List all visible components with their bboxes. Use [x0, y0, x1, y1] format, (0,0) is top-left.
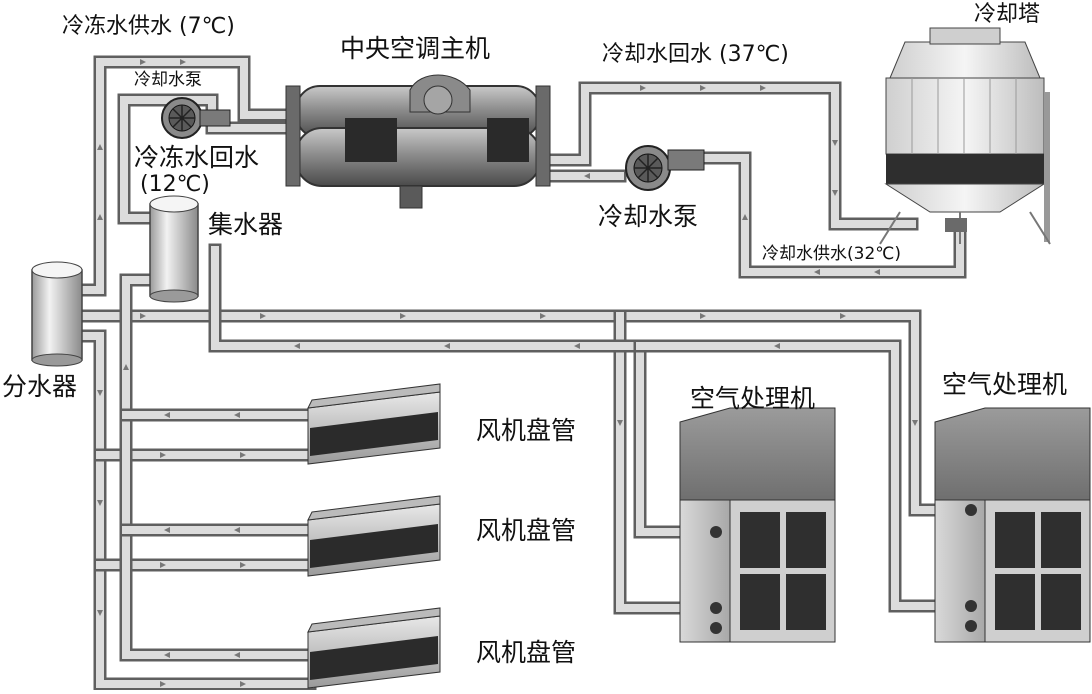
ahu-1-label: 空气处理机: [690, 384, 816, 413]
fan-coil-unit-2: [307, 495, 441, 577]
cooling-tower: [879, 27, 1051, 245]
collector-label: 集水器: [208, 210, 284, 239]
cooling-supply-label: 冷却水供水(32℃): [762, 244, 901, 264]
chiller-label: 中央空调主机: [340, 34, 491, 63]
air-handling-unit-2: [934, 407, 1091, 643]
distributor-label: 分水器: [2, 372, 78, 401]
chiller-unit: [285, 74, 551, 209]
chilled-supply-label: 冷冻水供水 (7℃): [62, 14, 235, 39]
cooling-water-pump: [625, 145, 705, 191]
chilled-return-label: 冷冻水回水: [134, 143, 260, 172]
cooling-pump-label: 冷却水泵: [598, 202, 699, 231]
fan-coil-unit-1: [307, 383, 441, 465]
chilled-return-temp-label: (12℃): [140, 172, 210, 197]
water-distributor: [31, 261, 83, 367]
chilled-water-pump: [161, 97, 231, 139]
ahu-2-label: 空气处理机: [942, 370, 1068, 399]
chilled-pump-label: 冷却水泵: [134, 70, 202, 90]
fcu-supply-riser: [75, 329, 317, 691]
fcu-3-label: 风机盘管: [476, 638, 577, 667]
fan-coil-unit-3: [307, 607, 441, 689]
cooling-return-label: 冷却水回水 (37℃): [602, 42, 789, 67]
cooling-tower-label: 冷却塔: [974, 2, 1041, 27]
water-collector: [149, 195, 199, 303]
air-handling-unit-1: [679, 407, 836, 643]
fcu-1-label: 风机盘管: [476, 416, 577, 445]
fcu-2-label: 风机盘管: [476, 516, 577, 545]
